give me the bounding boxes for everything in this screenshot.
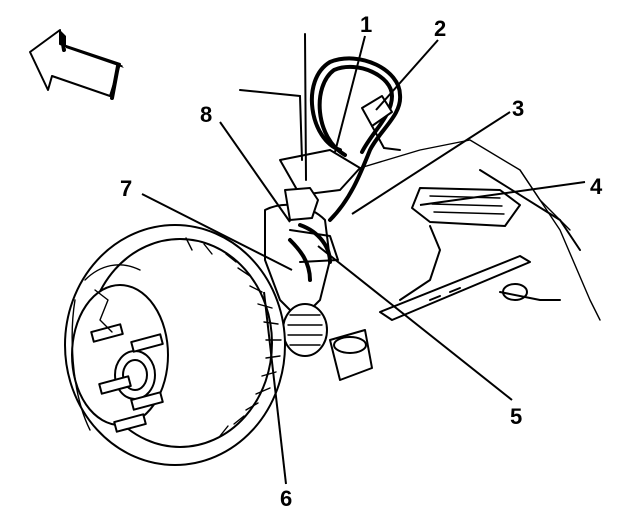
leader-6: [263, 291, 287, 485]
leader-5: [317, 245, 513, 401]
forward-direction-arrow-icon: [29, 29, 124, 100]
callout-1: 1: [360, 12, 372, 37]
caliper-assembly: [264, 187, 339, 321]
callout-2: 2: [434, 16, 446, 41]
callout-4: 4: [590, 174, 603, 199]
wheel-hub: [71, 264, 169, 433]
hose-bracket-upper: [361, 95, 401, 151]
leader-7: [141, 193, 293, 271]
leader-lines: [141, 35, 586, 485]
steering-gear: [399, 169, 581, 301]
callout-5: 5: [510, 404, 522, 429]
callout-8: 8: [200, 102, 212, 127]
ball-joint-boot: [282, 303, 373, 381]
leader-8: [219, 121, 291, 223]
callout-3: 3: [512, 96, 524, 121]
tie-rod: [379, 255, 561, 321]
callout-6: 6: [280, 486, 292, 511]
leader-4: [419, 181, 586, 206]
callout-7: 7: [120, 176, 132, 201]
brake-hose: [309, 56, 403, 222]
leader-3: [351, 111, 511, 215]
wheel-stud: [90, 323, 164, 433]
leader-2: [375, 39, 439, 111]
leader-1: [334, 35, 366, 153]
